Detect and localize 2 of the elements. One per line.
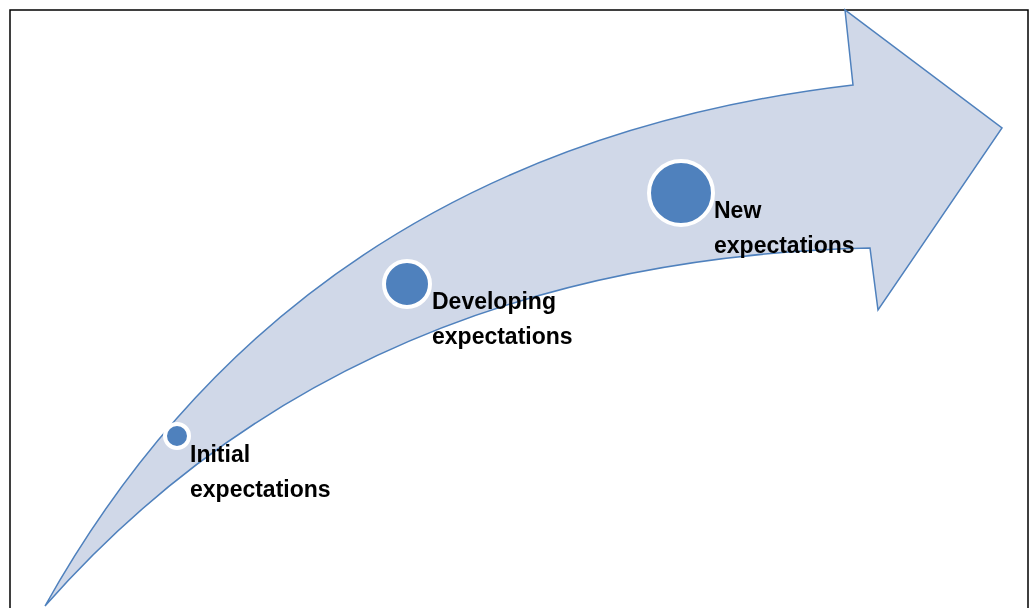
stage-label: New expectations [714,196,856,260]
circle-marker [163,422,191,450]
